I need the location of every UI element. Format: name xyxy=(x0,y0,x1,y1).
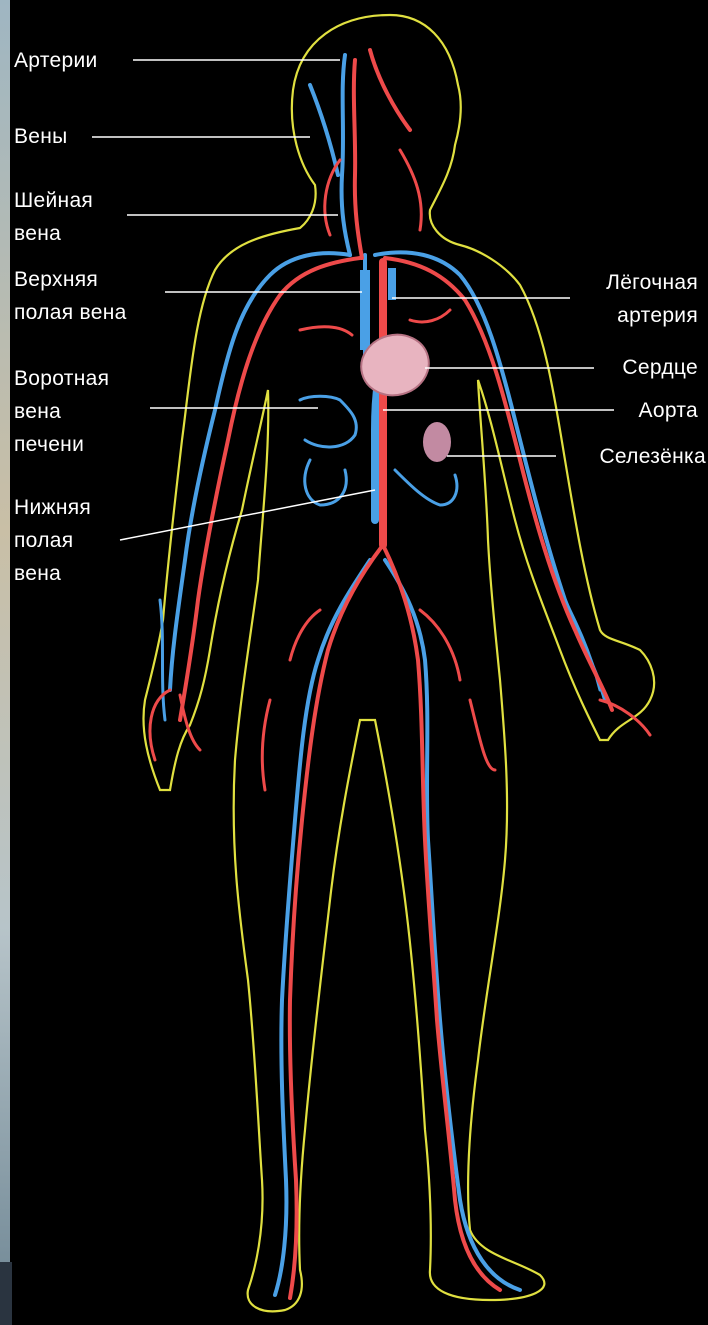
label-aorta: Аорта xyxy=(639,394,698,427)
pulmonary-artery-trunk xyxy=(388,268,396,300)
veins-network xyxy=(160,55,605,1295)
label-superior-vena-cava: Верхняя полая вена xyxy=(14,263,127,329)
label-veins: Вены xyxy=(14,120,68,153)
spleen-organ xyxy=(423,422,451,462)
label-inferior-vena-cava: Нижняя полая вена xyxy=(14,491,91,590)
label-jugular-vein: Шейная вена xyxy=(14,184,93,250)
label-arteries: Артерии xyxy=(14,44,98,77)
label-portal-vein: Воротная вена печени xyxy=(14,362,109,461)
body-outline xyxy=(143,15,654,1311)
superior-vena-cava-vessel xyxy=(360,270,370,350)
arteries-network xyxy=(150,50,650,1298)
label-heart: Сердце xyxy=(622,351,698,384)
label-pulmonary-artery: Лёгочная артерия xyxy=(606,266,698,332)
label-spleen: Селезёнка xyxy=(599,440,706,473)
